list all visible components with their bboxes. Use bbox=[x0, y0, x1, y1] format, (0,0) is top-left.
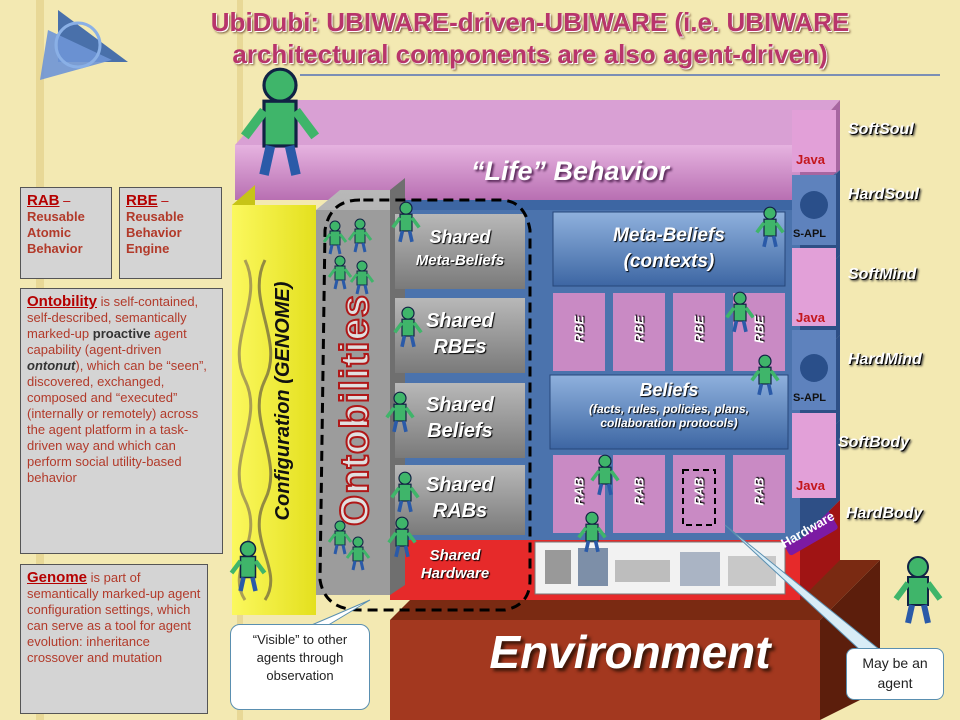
rbe-definition-box: RBE – Reusable Behavior Engine bbox=[119, 187, 222, 279]
sapl-icon: S-APL bbox=[793, 392, 826, 404]
shared-meta-beliefs-label: Shared Meta-Beliefs bbox=[415, 227, 505, 269]
layer-label-soft-body: SoftBody bbox=[838, 434, 910, 451]
rab-label: RAB bbox=[631, 477, 647, 506]
java-icon: Java bbox=[796, 478, 825, 493]
logo-icon bbox=[40, 10, 128, 80]
rab-definition-box: RAB – Reusable Atomic Behavior bbox=[20, 187, 112, 279]
ontobility-definition-box: Ontobility is self-contained, self-descr… bbox=[20, 288, 223, 554]
layer-label-soft-mind: SoftMind bbox=[848, 266, 917, 283]
shared-beliefs-label: Shared Beliefs bbox=[426, 394, 494, 442]
agent-icon bbox=[232, 542, 265, 592]
agent-icon bbox=[589, 453, 621, 497]
layer-label-hard-mind: HardMind bbox=[848, 351, 922, 368]
rbe-label: RBE bbox=[631, 315, 647, 344]
layer-label-soft-soul: SoftSoul bbox=[848, 121, 914, 138]
shared-rbes-label: Shared RBEs bbox=[426, 310, 494, 358]
agent-icon bbox=[724, 290, 756, 334]
genome-definition-box: Genome is part of semantically marked-up… bbox=[20, 564, 208, 714]
shared-hardware-label: Shared Hardware bbox=[420, 547, 490, 582]
beliefs-label: Beliefs (facts, rules, policies, plans, … bbox=[588, 380, 750, 430]
layer-label-hard-soul: HardSoul bbox=[848, 186, 920, 203]
ontobilities-label: Ontobilities bbox=[332, 293, 378, 527]
sapl-icon: S-APL bbox=[793, 228, 826, 240]
agent-icon bbox=[322, 219, 348, 256]
visible-to-other-agents-callout: “Visible” to other agents through observ… bbox=[230, 624, 370, 710]
layer-label-hard-body: HardBody bbox=[846, 505, 923, 522]
may-be-an-agent-callout: May be an agent bbox=[846, 648, 944, 700]
rbe-label: RBE bbox=[571, 315, 587, 344]
configuration-genome-label: Configuration (GENOME) bbox=[272, 281, 294, 521]
agent-icon bbox=[347, 217, 373, 254]
java-icon: Java bbox=[796, 152, 825, 167]
java-icon: Java bbox=[796, 310, 825, 325]
shared-rabs-label: Shared RABs bbox=[426, 474, 494, 522]
life-behavior-label: “Life” Behavior bbox=[470, 156, 670, 186]
rbe-label: RBE bbox=[751, 315, 767, 344]
page-title: UbiDubi: UBIWARE-driven-UBIWARE (i.e. UB… bbox=[210, 7, 850, 69]
rab-label: RAB bbox=[751, 477, 767, 506]
rab-label: RAB bbox=[691, 477, 707, 506]
agent-icon bbox=[896, 557, 940, 623]
environment-label: Environment bbox=[489, 626, 771, 678]
rbe-label: RBE bbox=[691, 315, 707, 344]
big-agent-icon bbox=[245, 69, 315, 175]
rab-label: RAB bbox=[571, 477, 587, 506]
meta-beliefs-label: Meta-Beliefs (contexts) bbox=[613, 225, 725, 272]
